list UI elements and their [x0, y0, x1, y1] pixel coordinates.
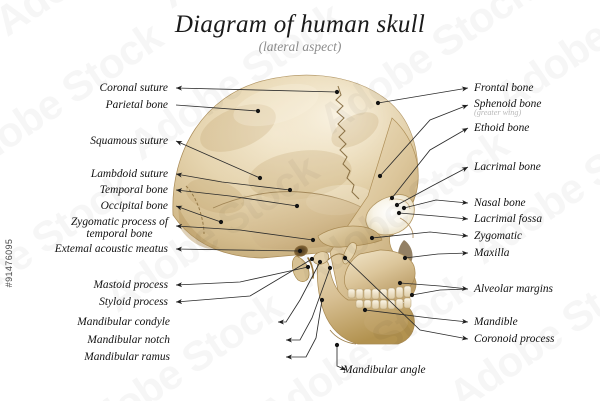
label-text: Maxilla — [474, 247, 510, 259]
label-text: Alveolar margins — [474, 283, 553, 295]
label-lacrimal-fossa: Lacrimal fossa — [474, 213, 542, 225]
title-block: Diagram of human skull (lateral aspect) — [0, 11, 600, 55]
label-zygomatic: Zygomatic — [474, 230, 522, 242]
label-maxilla: Maxilla — [474, 247, 509, 259]
label-text-line2: temporal bone — [86, 228, 153, 241]
label-temporal-bone: Temporal bone — [100, 184, 168, 196]
label-text: Occipital bone — [100, 200, 168, 212]
mandibular-notch — [327, 253, 346, 261]
label-lacrimal-bone: Lacrimal bone — [474, 161, 541, 173]
label-mandible: Mandible — [474, 316, 518, 328]
label-text: Lacrimal bone — [474, 161, 541, 173]
label-nasal-bone: Nasal bone — [474, 197, 526, 209]
label-sublabel: (greater wing) — [474, 108, 522, 118]
label-alveolar-margins: Alveolar margins — [474, 283, 553, 295]
label-text: Mandibular angle — [343, 364, 426, 376]
label-text: Ethoid bone — [474, 122, 530, 134]
label-text: Zygomatic — [474, 230, 523, 242]
label-text: Nasal bone — [474, 197, 526, 209]
coronal-suture — [335, 85, 360, 200]
label-text: Parietal bone — [105, 99, 168, 111]
label-sphenoid-bone: Sphenoid bone(greater wing) — [474, 98, 541, 118]
label-lambdoid-suture: Lambdoid suture — [91, 168, 168, 180]
label-mandibular-ramus: Mandibular ramus — [84, 351, 170, 363]
label-text: Frontal bone — [474, 82, 534, 94]
label-text: Mandibular notch — [87, 334, 170, 346]
watermark-id: #91476095 — [4, 238, 14, 288]
page-subtitle: (lateral aspect) — [258, 39, 342, 55]
label-mandibular-angle: Mandibular angle — [343, 364, 426, 376]
label-text: Coronoid process — [474, 333, 555, 345]
page-title: Diagram of human skull — [174, 11, 426, 38]
label-text: Mandible — [474, 316, 518, 328]
label-styloid-process: Styloid process — [99, 296, 168, 308]
label-parietal-bone: Parietal bone — [106, 99, 168, 111]
label-text: Squamous suture — [90, 135, 168, 147]
label-text: Lambdoid suture — [90, 168, 168, 180]
label-text: Temporal bone — [99, 184, 168, 196]
label-text: Coronal suture — [99, 82, 168, 94]
label-coronal-suture: Coronal suture — [100, 82, 168, 94]
label-frontal-bone: Frontal bone — [474, 82, 533, 94]
label-text: Mandibular condyle — [77, 316, 170, 328]
label-mastoid-process: Mastoid process — [93, 279, 168, 291]
label-text: Mastoid process — [93, 279, 168, 291]
label-text: Zygomatic process of — [70, 216, 168, 228]
label-text: Extemal acoustic meatus — [54, 243, 168, 255]
label-squamous-suture: Squamous suture — [90, 135, 168, 147]
label-mandibular-condyle: Mandibular condyle — [77, 316, 170, 328]
label-coronoid-process: Coronoid process — [474, 333, 554, 345]
label-mandibular-notch: Mandibular notch — [87, 334, 170, 346]
label-ethoid-bone: Ethoid bone — [474, 122, 529, 134]
label-text: Lacrimal fossa — [474, 213, 543, 225]
label-text: Sphenoid bone — [474, 98, 542, 110]
label-text: Mandibular ramus — [84, 351, 170, 363]
label-occipital-bone: Occipital bone — [101, 200, 168, 212]
label-text: Styloid process — [99, 296, 168, 308]
label-extemal-acoustic-meatus: Extemal acoustic meatus — [55, 243, 168, 255]
